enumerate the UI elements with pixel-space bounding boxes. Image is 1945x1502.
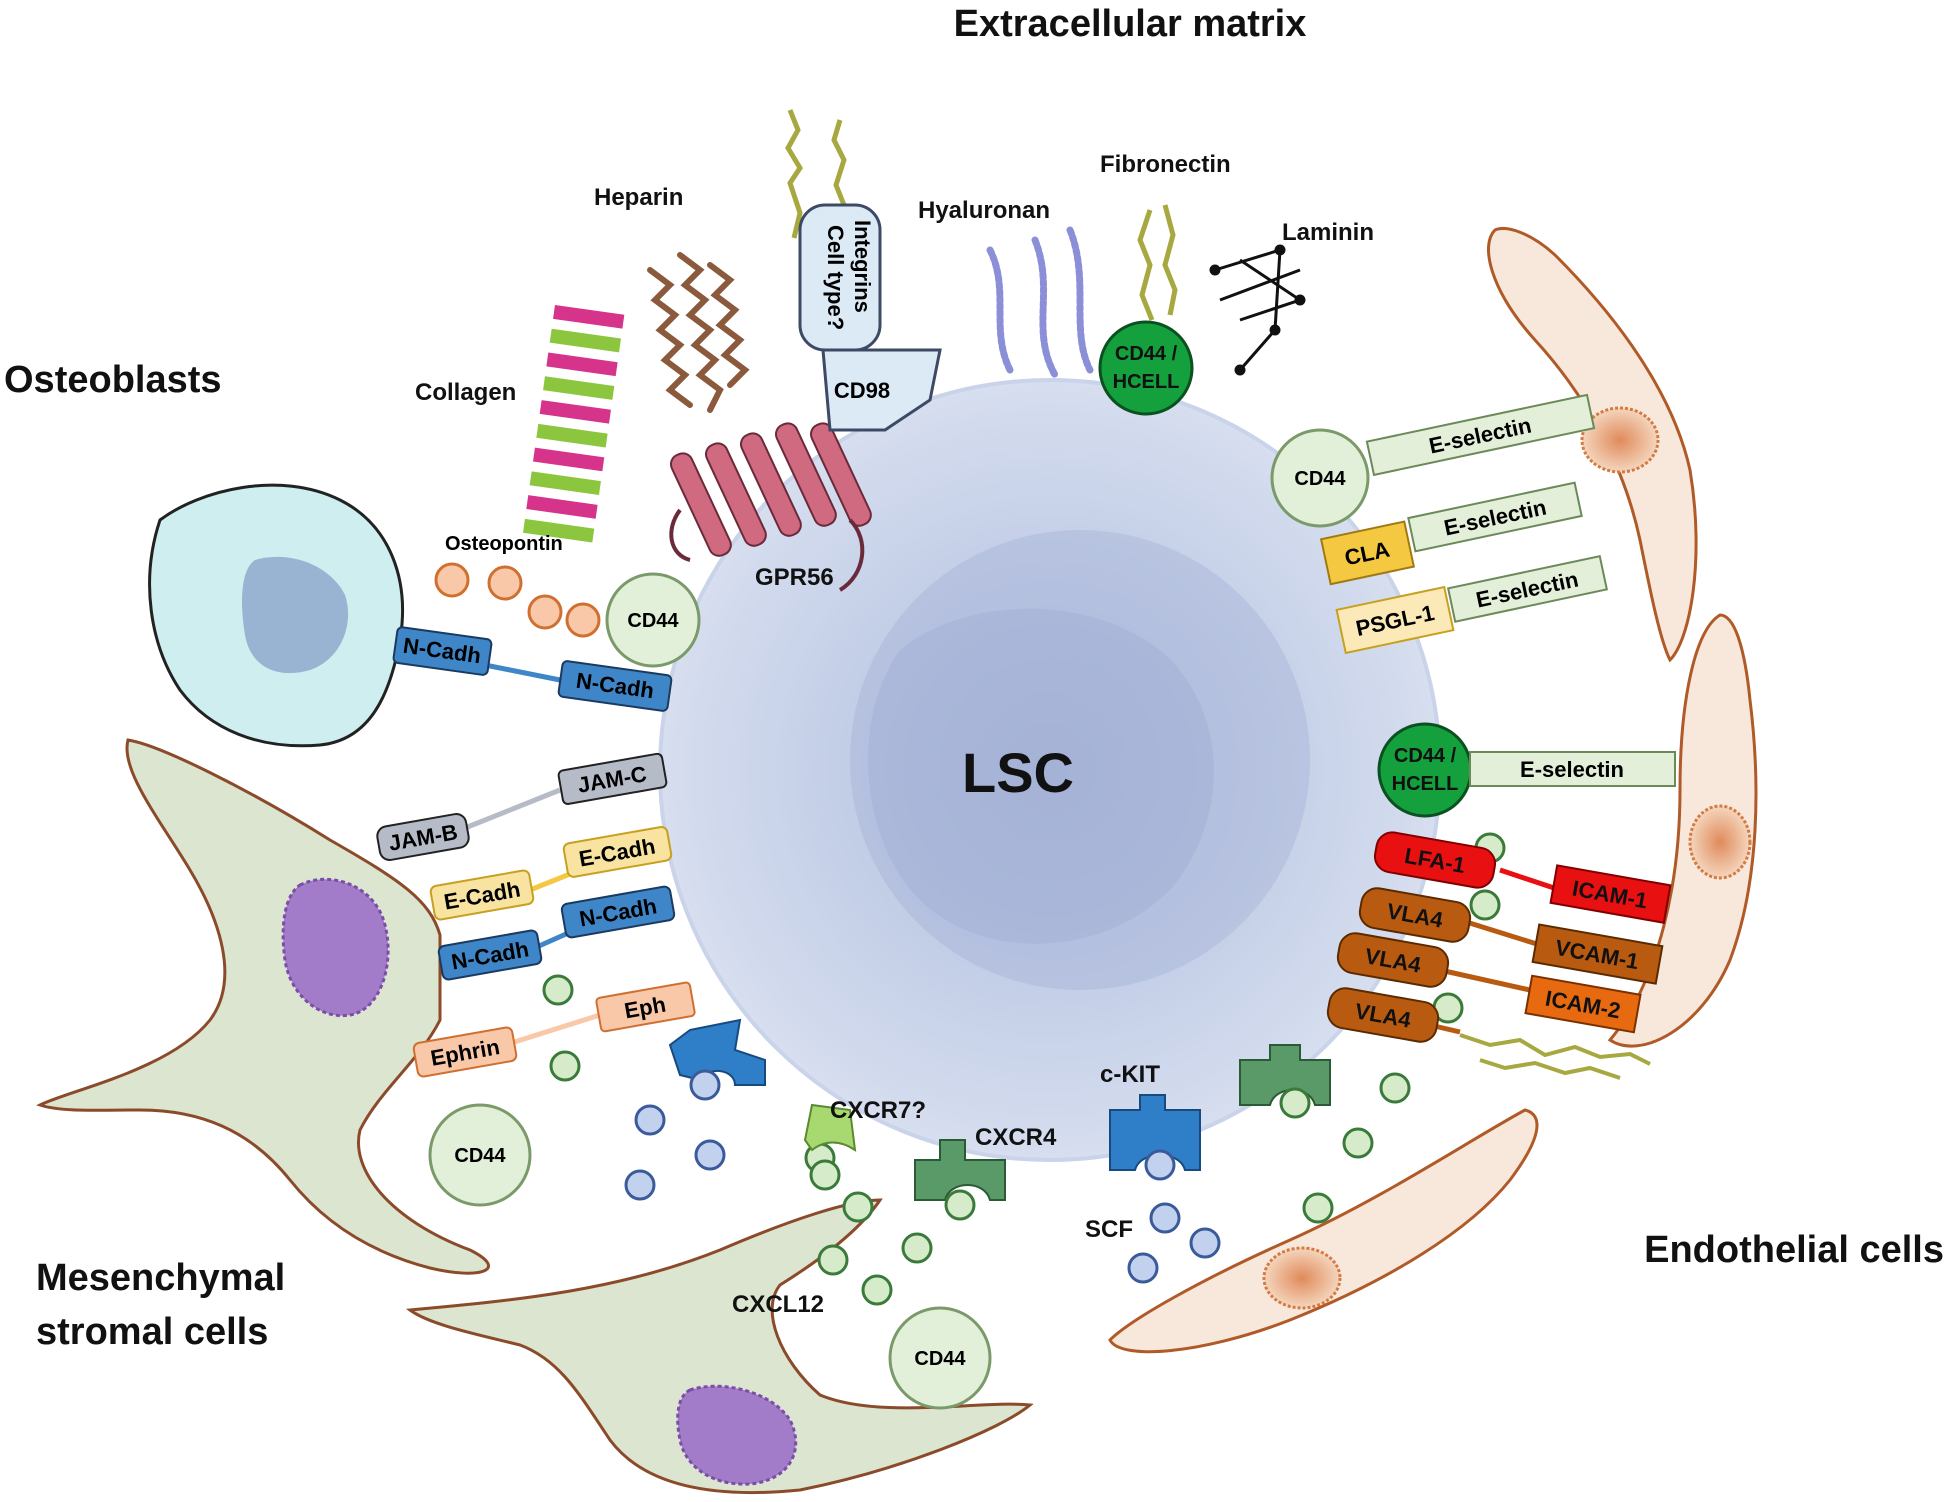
vla4-receptor-1: VLA4 (1358, 887, 1472, 943)
collagen-label: Collagen (415, 379, 516, 406)
integrins-receptor: Integrins Cell type? CD98 (798, 203, 942, 432)
ncadh-osteoblast: N-Cadh (392, 626, 493, 676)
msc-region-label-line2: stromal cells (36, 1311, 268, 1353)
heparin-label: Heparin (594, 184, 683, 211)
endothelial-nucleus (1262, 1246, 1342, 1310)
fibronectin-label: Fibronectin (1100, 151, 1231, 178)
cell-type-label: Cell type? (823, 225, 848, 330)
gpr56-label: GPR56 (755, 564, 834, 591)
laminin-label: Laminin (1282, 219, 1374, 246)
ecadh-msc: E-Cadh (429, 869, 535, 921)
ncadh-link-osteo (484, 662, 561, 683)
receptor-green-right (1239, 1044, 1331, 1119)
ecm-region-label: Extracellular matrix (954, 3, 1307, 45)
msc-cell-bottom (405, 1198, 1034, 1494)
integrins-label: Integrins (850, 220, 875, 313)
ckit-label: c-KIT (1100, 1061, 1160, 1088)
vla4-receptor-2: VLA4 (1336, 932, 1450, 988)
ephrin-link (504, 1012, 601, 1048)
msc-nucleus (281, 877, 390, 1018)
msc-nucleus (676, 1384, 798, 1486)
endothelial-nucleus (1688, 804, 1752, 880)
svg-text:CD44: CD44 (454, 1145, 506, 1167)
cxcr4-label: CXCR4 (975, 1124, 1057, 1151)
scf-label: SCF (1085, 1216, 1133, 1243)
msc-region-label-line1: Mesenchymal (36, 1257, 285, 1299)
osteopontin-molecules (434, 562, 601, 638)
collagen-fiber (522, 305, 625, 543)
ecadh-lsc: E-Cadh (562, 826, 673, 878)
ncadh-msc: N-Cadh (437, 929, 543, 981)
svg-text:CD44 /: CD44 / (1394, 745, 1457, 767)
cxcr4-receptor (914, 1139, 1006, 1221)
svg-text:HCELL: HCELL (1113, 371, 1180, 393)
icam1-receptor: ICAM-1 (1549, 864, 1672, 924)
scf-molecules-right (1127, 1202, 1221, 1284)
chemokine-molecules-endo (1302, 832, 1506, 1224)
eph-receptor: Eph (595, 981, 696, 1033)
cd44-msc-bottom: CD44 (888, 1306, 992, 1410)
cd44-msc-left: CD44 (428, 1103, 532, 1207)
osteoblast-nucleus (242, 556, 349, 674)
psgl1-receptor: PSGL-1 (1335, 585, 1455, 655)
lfa1-receptor: LFA-1 (1373, 831, 1497, 889)
endothelial-cell-middle (1607, 613, 1758, 1048)
jam-link (459, 787, 561, 833)
osteoblasts-region-label: Osteoblasts (4, 359, 222, 401)
cd44-hcell-ecm: CD44 / HCELL (1098, 320, 1194, 416)
eselectin-2: E-selectin (1407, 481, 1583, 553)
hyaluronan-label: Hyaluronan (918, 197, 1050, 224)
eselectin-1: E-selectin (1365, 393, 1596, 477)
cxcl12-label: CXCL12 (732, 1291, 824, 1318)
svg-text:CD44: CD44 (914, 1348, 966, 1370)
svg-text:CD44: CD44 (627, 610, 679, 632)
ncadh-lsc-msc: N-Cadh (560, 885, 676, 939)
heparin-strands (647, 252, 750, 413)
endothelial-cell-top (1487, 226, 1698, 663)
osteoblast-cell (148, 483, 404, 748)
ephrin-receptor: Ephrin (412, 1026, 518, 1078)
svg-text:HCELL: HCELL (1392, 773, 1459, 795)
cla-receptor: CLA (1319, 520, 1416, 586)
endothelial-cell-bottom (1108, 1108, 1539, 1354)
integrin-fiber (785, 109, 847, 239)
jamc-receptor: JAM-C (557, 752, 668, 805)
vla4-link-2 (1439, 967, 1531, 993)
osteopontin-label: Osteopontin (445, 533, 563, 555)
laminin-structure (1209, 244, 1306, 376)
msc-cell-left (36, 738, 491, 1275)
cd44-endo: CD44 (1270, 428, 1370, 528)
svg-text:CD44 /: CD44 / (1115, 343, 1178, 365)
hyaluronan-strands (986, 226, 1094, 379)
fibronectin-fiber-endo (1459, 1033, 1651, 1080)
endothelial-nucleus (1580, 406, 1660, 474)
cxcr7-label: CXCR7? (830, 1097, 926, 1124)
lsc-cell: LSC (658, 378, 1442, 1162)
svg-text:CD44: CD44 (1294, 468, 1346, 490)
endothelial-region-label: Endothelial cells (1644, 1229, 1944, 1271)
jamb-receptor: JAM-B (376, 813, 470, 861)
lfa1-link (1499, 867, 1561, 893)
vla4-receptor-3: VLA4 (1326, 987, 1440, 1043)
scf-molecules-left (624, 1069, 726, 1201)
eselectin-3: E-selectin (1446, 554, 1609, 623)
fibronectin-fiber (1137, 204, 1178, 321)
cd44-osteoblast: CD44 (605, 572, 701, 668)
ckit-receptor (1109, 1094, 1201, 1181)
lsc-label: LSC (962, 741, 1074, 804)
receptor-blue-left (668, 1018, 766, 1086)
ncadh-lsc-osteo: N-Cadh (557, 660, 673, 712)
icam2-receptor: ICAM-2 (1524, 974, 1642, 1034)
vcam1-receptor: VCAM-1 (1531, 923, 1664, 985)
cd98-label: CD98 (834, 378, 890, 403)
vla4-link-1 (1459, 917, 1541, 948)
svg-text:E-selectin: E-selectin (1520, 757, 1624, 782)
cd44-hcell-endo: CD44 / HCELL (1377, 722, 1473, 818)
gpr56-receptor (669, 422, 872, 592)
cxcr7-receptor (803, 1103, 857, 1191)
eselectin-4: E-selectin (1469, 751, 1676, 787)
